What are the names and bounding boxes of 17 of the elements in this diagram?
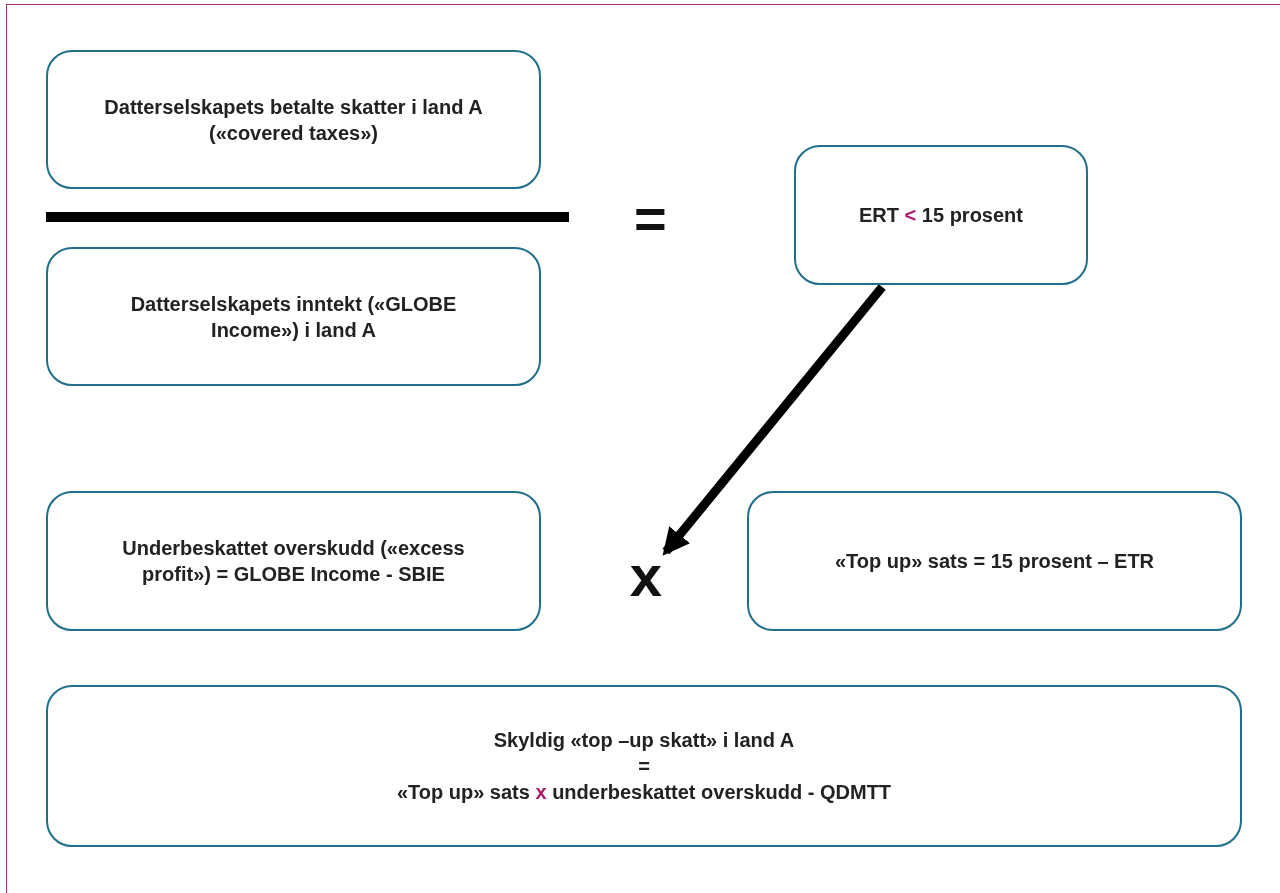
box-text: Underbeskattet overskudd («excess profit») = GLOBE Income - SBIE (121, 536, 466, 587)
box-text: Datterselskapets betalte skatter i land A («covered taxes») (103, 94, 484, 146)
text-box (46, 50, 541, 189)
text-box (747, 491, 1242, 631)
box-text: ERT < 15 prosent (859, 203, 1023, 228)
box-text: Skyldig «top –up skatt» i land A (493, 728, 795, 753)
equals-sign: = (634, 186, 667, 251)
box-text: Datterselskapets inntekt («GLOBE Income») i land A (129, 291, 458, 343)
text-box (46, 247, 541, 386)
text-box (794, 145, 1088, 285)
arrow (662, 284, 886, 556)
box-text: «Top up» sats = 15 prosent – ETR (834, 549, 1155, 574)
text-box (46, 491, 541, 631)
box-text: = (638, 754, 650, 779)
multiply-sign: x (628, 548, 664, 604)
text-box (46, 685, 1242, 847)
box-text: «Top up» sats x underbeskattet overskudd - QDMTT (396, 780, 892, 805)
